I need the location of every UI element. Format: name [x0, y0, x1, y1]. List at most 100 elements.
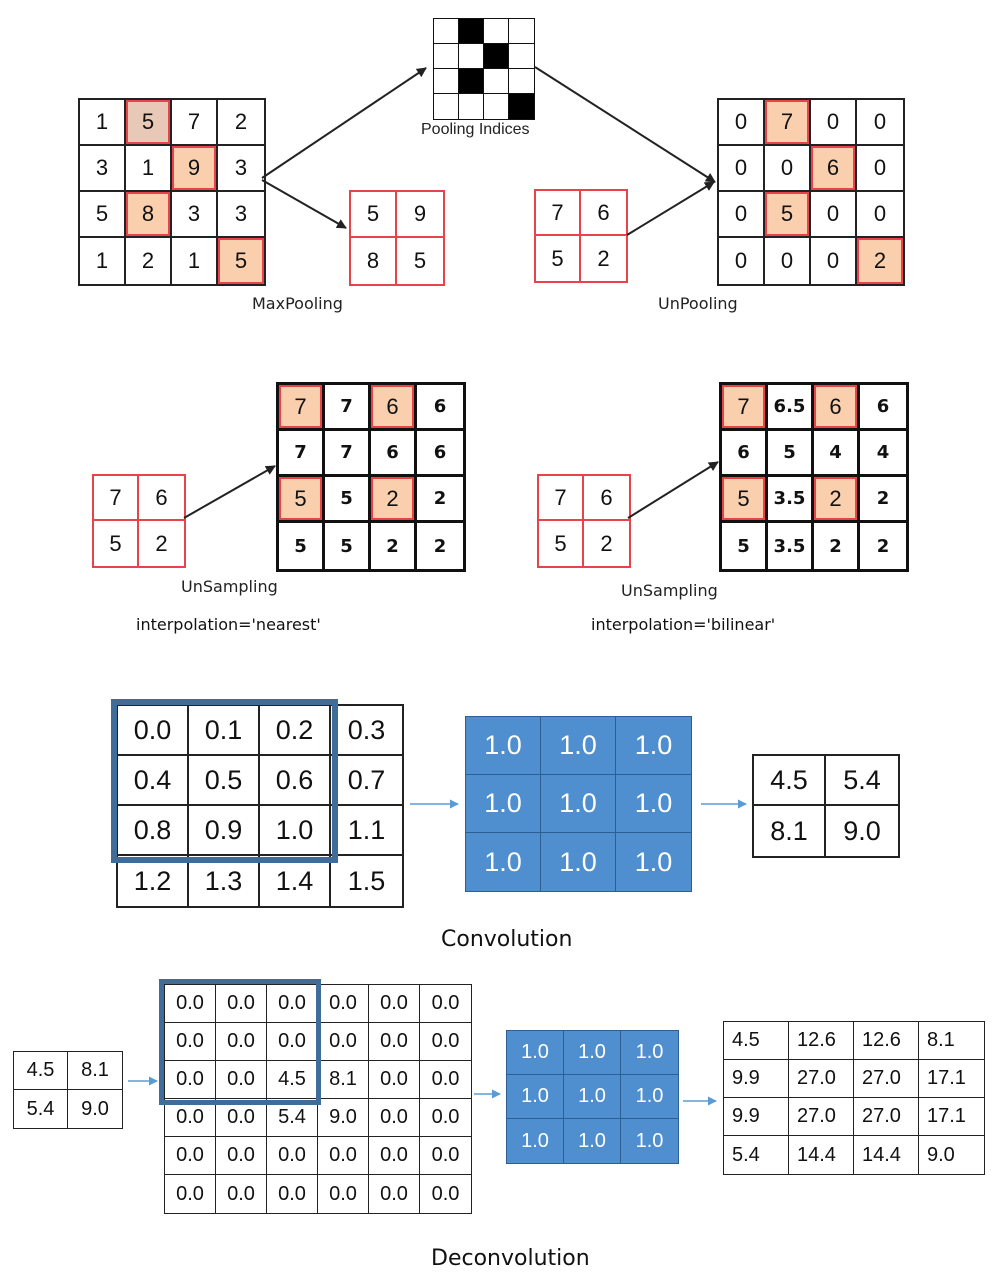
- grid-cell: 9.0: [843, 815, 881, 846]
- grid-cell: 6: [722, 431, 768, 477]
- grid-cell: 0: [719, 238, 765, 284]
- grid-cell: 0.0: [369, 1023, 420, 1061]
- grid-cell: 5: [279, 523, 325, 569]
- grid-cell: 2: [597, 245, 610, 271]
- grid-cell: 3: [172, 192, 218, 238]
- grid-cell: 5.4: [267, 1099, 318, 1137]
- grid-cell: 1.0: [507, 1031, 564, 1075]
- grid-cell: 0.0: [420, 1023, 471, 1061]
- grid-cell: 5: [279, 477, 325, 523]
- grid-cell: 1.0: [466, 833, 541, 891]
- grid-cell: 2: [126, 238, 172, 284]
- grid-cell: 8.1: [754, 806, 826, 856]
- grid-cell: 1.3: [189, 856, 260, 906]
- grid-cell: 17.1: [919, 1098, 984, 1136]
- grid-cell: 5.4: [724, 1136, 789, 1174]
- grid-cell: 0.0: [420, 985, 471, 1023]
- grid-cell: 2: [600, 530, 613, 556]
- grid-cell: 1.0: [616, 833, 691, 891]
- index-cell: [459, 44, 484, 69]
- grid-cell: 1.2: [118, 856, 189, 906]
- grid-cell: 0: [765, 146, 811, 192]
- grid-cell: 4: [860, 431, 906, 477]
- grid-cell: 1.0: [621, 1031, 678, 1075]
- grid-cell: 1: [172, 238, 218, 284]
- grid-cell: 6: [139, 476, 184, 521]
- grid-cell: 0: [811, 192, 857, 238]
- grid-cell: 1.0: [466, 717, 541, 775]
- grid-cell: 1.0: [541, 775, 616, 833]
- index-cell: [509, 19, 534, 44]
- grid-cell: 0.0: [420, 1099, 471, 1137]
- grid-cell: 14.4: [789, 1136, 854, 1174]
- grid-cell: 0.0: [369, 985, 420, 1023]
- grid-cell: 1.0: [564, 1119, 621, 1163]
- grid-cell: 0.0: [369, 1099, 420, 1137]
- grid-cell: 0.0: [318, 1175, 369, 1213]
- grid-cell: 0.1: [189, 706, 260, 756]
- grid-cell: 0.8: [118, 806, 189, 856]
- grid-cell: 9.0: [318, 1099, 369, 1137]
- deconv-window-frame: [159, 979, 321, 1105]
- grid-cell: 0.0: [165, 1061, 216, 1099]
- grid-cell: 4.5: [724, 1022, 789, 1060]
- grid-cell: 9: [397, 192, 443, 238]
- grid-cell: 1.0: [466, 775, 541, 833]
- grid-cell: 27.0: [789, 1060, 854, 1098]
- grid-cell: 0.0: [118, 706, 189, 756]
- grid-cell: 0.0: [165, 1175, 216, 1213]
- grid-cell: 5: [768, 431, 814, 477]
- grid-cell: 9.0: [927, 1143, 955, 1166]
- grid-cell: 5: [722, 523, 768, 569]
- grid-cell: 12.6: [854, 1022, 919, 1060]
- grid-cell: 7: [94, 476, 139, 521]
- grid-cell: 6: [371, 431, 417, 477]
- grid-cell: 5: [126, 100, 172, 146]
- grid-cell: 0: [857, 100, 903, 146]
- index-cell: [459, 94, 484, 119]
- grid-cell: 0.0: [431, 1182, 460, 1205]
- grid-cell: 5: [94, 521, 139, 566]
- grid-cell: 9.9: [724, 1060, 789, 1098]
- grid-cell: 7: [279, 385, 325, 431]
- grid-cell: 0.0: [165, 1099, 216, 1137]
- grid-cell: 0: [719, 146, 765, 192]
- grid-cell: 0: [811, 238, 857, 284]
- grid-cell: 9.0: [81, 1097, 109, 1120]
- grid-cell: 0: [857, 192, 903, 238]
- grid-cell: 2: [155, 530, 168, 556]
- grid-cell: 6: [417, 385, 463, 431]
- grid-cell: 7: [325, 431, 371, 477]
- grid-cell: 0: [765, 238, 811, 284]
- grid-cell: 27.0: [854, 1060, 919, 1098]
- pooling-indices-grid: [433, 18, 535, 120]
- grid-cell: 0.3: [331, 706, 402, 756]
- grid-cell: 27.0: [789, 1098, 854, 1136]
- grid-cell: 6: [814, 385, 860, 431]
- nearest-mode-label: interpolation='nearest': [136, 615, 321, 634]
- grid-cell: 0.4: [118, 756, 189, 806]
- grid-cell: 6: [584, 476, 629, 521]
- grid-cell: 1.5: [347, 865, 386, 896]
- grid-cell: 7: [539, 476, 584, 521]
- index-cell: [434, 94, 459, 119]
- grid-cell: 0.0: [216, 1099, 267, 1137]
- grid-cell: 9.9: [724, 1098, 789, 1136]
- arrow-maxpool-to-output: [261, 179, 347, 229]
- grid-cell: 2: [371, 477, 417, 523]
- grid-cell: 2: [417, 477, 463, 523]
- grid-cell: 2: [876, 535, 890, 557]
- grid-cell: 0.2: [260, 706, 331, 756]
- grid-cell: 0.0: [420, 1061, 471, 1099]
- index-cell: [434, 19, 459, 44]
